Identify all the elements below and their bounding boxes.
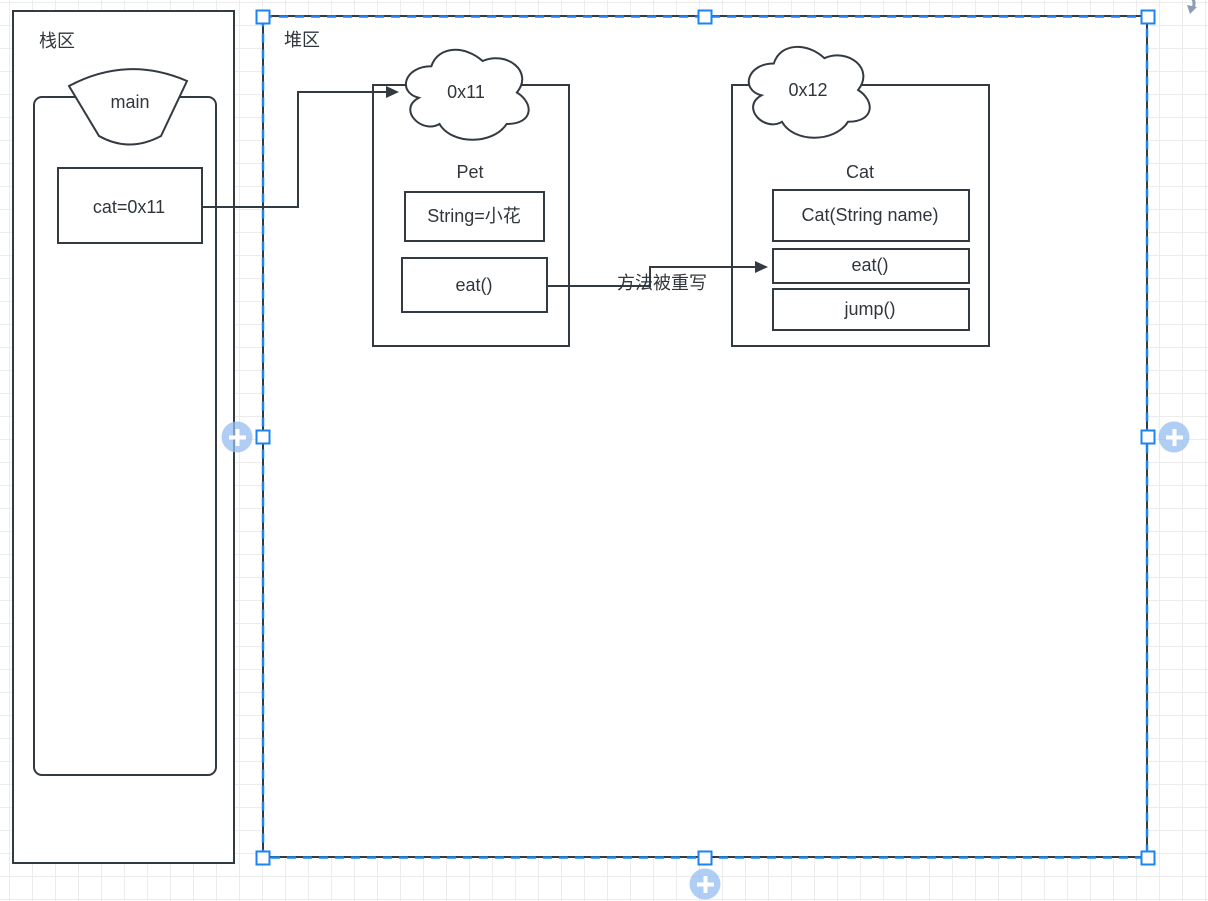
selection-handle-e[interactable] [1140, 429, 1156, 445]
connect-plus-button-left[interactable] [221, 421, 253, 453]
selection-handle-nw[interactable] [255, 9, 271, 25]
cat-variable-box[interactable] [57, 167, 203, 244]
connect-plus-button-bottom[interactable] [689, 868, 721, 900]
selection-handle-s[interactable] [697, 850, 713, 866]
selection-handle-sw[interactable] [255, 850, 271, 866]
selection-handle-ne[interactable] [1140, 9, 1156, 25]
override-note-label: 方法被重写 [617, 273, 707, 294]
selection-handle-se[interactable] [1140, 850, 1156, 866]
cat-jump-label: jump() [844, 299, 896, 320]
rotate-handle[interactable] [1184, 0, 1197, 14]
pet-address-label: 0x11 [447, 82, 485, 103]
cat-title-label: Cat [845, 162, 875, 183]
cat-eat-label: eat() [851, 255, 889, 276]
pet-title-label: Pet [456, 162, 484, 183]
heap-area-label: 堆区 [284, 30, 320, 51]
cat-constructor-label: Cat(String name) [801, 205, 939, 226]
selection-handle-n[interactable] [697, 9, 713, 25]
stack-area-label: 栈区 [39, 31, 75, 52]
cat-address-label: 0x12 [788, 80, 828, 101]
selection-handle-w[interactable] [255, 429, 271, 445]
connect-plus-button-right[interactable] [1158, 421, 1190, 453]
cat-variable-label: cat=0x11 [92, 197, 166, 218]
main-frame-label: main [110, 92, 150, 113]
pet-field-label: String=小花 [427, 206, 521, 227]
pet-eat-label: eat() [455, 275, 493, 296]
